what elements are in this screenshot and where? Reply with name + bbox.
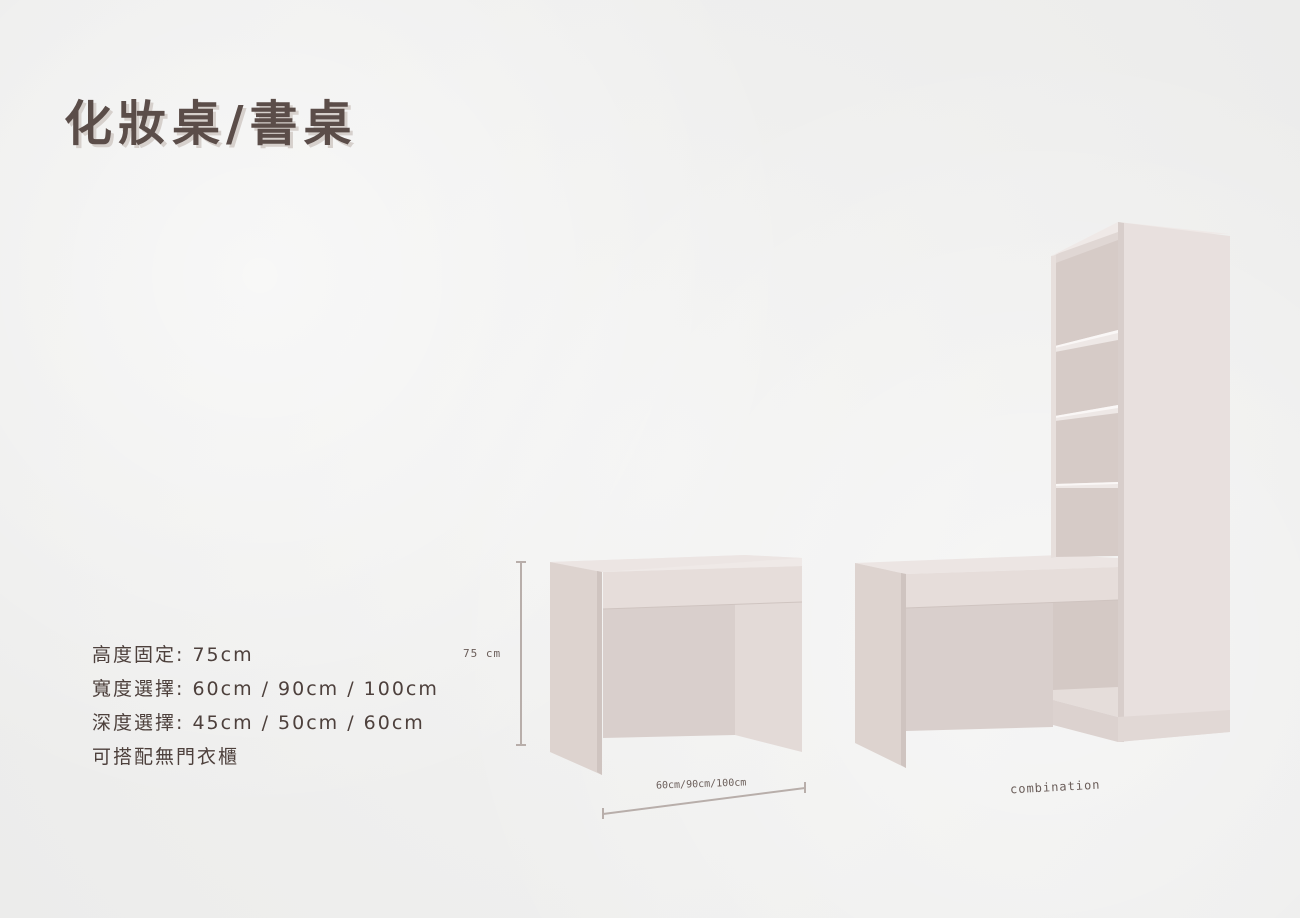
- spec-note: 可搭配無門衣櫃: [92, 746, 240, 768]
- width-dimension-line: [602, 782, 806, 819]
- desk-single: [550, 555, 803, 775]
- height-dimension-label: 75 cm: [463, 647, 502, 660]
- spec-list: 高度固定: 75cm 寬度選擇: 60cm / 90cm / 100cm 深度選…: [92, 638, 439, 774]
- page-title: 化妝桌/書桌: [64, 96, 358, 152]
- desk-combination: [855, 222, 1230, 768]
- height-dimension-line: [516, 561, 526, 746]
- spec-width: 寬度選擇: 60cm / 90cm / 100cm: [92, 678, 439, 700]
- spec-depth: 深度選擇: 45cm / 50cm / 60cm: [92, 712, 425, 734]
- spec-height: 高度固定: 75cm: [92, 644, 254, 666]
